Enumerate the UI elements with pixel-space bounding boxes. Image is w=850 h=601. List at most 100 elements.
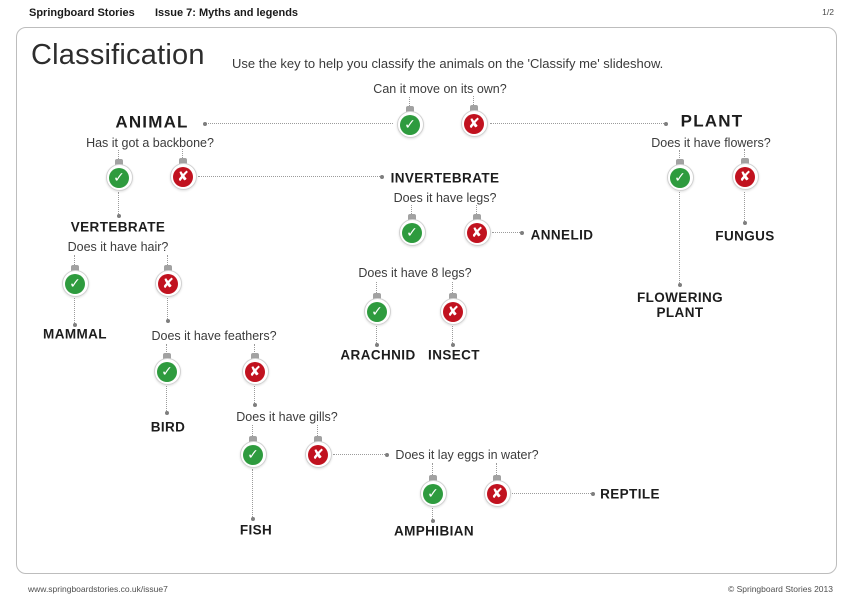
label-plant: PLANT <box>680 111 744 131</box>
connector-dot <box>664 122 668 126</box>
connector-line <box>254 386 255 405</box>
label-fungus: FUNGUS <box>715 228 775 244</box>
cross-glyph: ✘ <box>308 444 328 465</box>
bauble-cap <box>493 475 501 482</box>
connector-line <box>490 123 666 124</box>
cross-icon: ✘ <box>460 105 488 138</box>
connector-dot <box>165 411 169 415</box>
connector-line <box>167 255 168 269</box>
check-icon: ✓ <box>398 214 426 247</box>
connector-dot <box>251 517 255 521</box>
bauble-ring: ✘ <box>169 163 197 190</box>
connector-line <box>205 123 393 124</box>
bauble-cap <box>164 265 172 272</box>
connector-line <box>376 326 377 345</box>
checkmark-glyph: ✓ <box>243 444 263 465</box>
checkmark-glyph: ✓ <box>400 114 420 135</box>
connector-line <box>411 205 412 218</box>
cross-icon: ✘ <box>241 353 269 386</box>
check-icon: ✓ <box>419 475 447 508</box>
page-title: Classification <box>31 39 205 71</box>
cross-glyph: ✘ <box>173 166 193 187</box>
bauble-cap <box>249 436 257 443</box>
cross-icon: ✘ <box>154 265 182 298</box>
connector-line <box>512 493 593 494</box>
cross-icon: ✘ <box>304 436 332 469</box>
connector-dot <box>166 319 170 323</box>
bauble-cap <box>373 293 381 300</box>
question-feathers: Does it have feathers? <box>151 329 277 343</box>
bauble-cap <box>429 475 437 482</box>
bauble-cap <box>314 436 322 443</box>
connector-line <box>432 463 433 479</box>
check-icon: ✓ <box>363 293 391 326</box>
cross-glyph: ✘ <box>487 483 507 504</box>
footer-url: www.springboardstories.co.uk/issue7 <box>28 584 168 594</box>
label-invertebrate: INVERTEBRATE <box>390 170 500 186</box>
connector-dot <box>203 122 207 126</box>
connector-line <box>432 508 433 521</box>
bauble-ring: ✓ <box>419 480 447 507</box>
check-icon: ✓ <box>396 106 424 139</box>
bauble-ring: ✘ <box>241 358 269 385</box>
bauble-ring: ✓ <box>666 164 694 191</box>
connector-line <box>476 205 477 218</box>
bauble-ring: ✘ <box>304 441 332 468</box>
cross-icon: ✘ <box>439 293 467 326</box>
bauble-ring: ✓ <box>396 111 424 138</box>
cross-glyph: ✘ <box>443 301 463 322</box>
brand-name: Springboard Stories <box>29 7 135 19</box>
connector-line <box>452 326 453 345</box>
checkmark-glyph: ✓ <box>670 167 690 188</box>
bauble-ring: ✘ <box>154 270 182 297</box>
connector-line <box>252 469 253 519</box>
label-fish: FISH <box>239 522 273 538</box>
connector-dot <box>385 453 389 457</box>
bauble-cap <box>473 214 481 221</box>
connector-line <box>166 386 167 413</box>
question-flowers: Does it have flowers? <box>651 136 771 150</box>
question-eggs-water: Does it lay eggs in water? <box>395 448 539 462</box>
bauble-cap <box>71 265 79 272</box>
checkmark-glyph: ✓ <box>157 361 177 382</box>
bauble-cap <box>251 353 259 360</box>
page-number: 1/2 <box>822 7 834 17</box>
bauble-ring: ✓ <box>363 298 391 325</box>
bauble-cap <box>470 105 478 112</box>
question-move: Can it move on its own? <box>373 82 507 96</box>
connector-dot <box>678 283 682 287</box>
bauble-ring: ✓ <box>61 270 89 297</box>
question-gills: Does it have gills? <box>236 410 338 424</box>
connector-dot <box>431 519 435 523</box>
question-legs: Does it have legs? <box>393 191 497 205</box>
question-eight-legs: Does it have 8 legs? <box>358 266 472 280</box>
bauble-cap <box>408 214 416 221</box>
connector-line <box>317 425 318 440</box>
label-bird: BIRD <box>150 419 186 435</box>
label-annelid: ANNELID <box>530 227 594 243</box>
bauble-cap <box>179 158 187 165</box>
bauble-cap <box>449 293 457 300</box>
cross-glyph: ✘ <box>245 361 265 382</box>
connector-line <box>182 149 183 162</box>
checkmark-glyph: ✓ <box>423 483 443 504</box>
instruction-text: Use the key to help you classify the ani… <box>232 56 664 71</box>
connector-dot <box>253 403 257 407</box>
bauble-ring: ✘ <box>463 219 491 246</box>
connector-dot <box>380 175 384 179</box>
label-arachnid: ARACHNID <box>340 347 416 363</box>
connector-dot <box>73 323 77 327</box>
bauble-ring: ✘ <box>460 110 488 137</box>
bauble-ring: ✓ <box>239 441 267 468</box>
connector-line <box>166 344 167 358</box>
bauble-cap <box>676 159 684 166</box>
check-icon: ✓ <box>239 436 267 469</box>
connector-line <box>744 149 745 163</box>
bauble-ring: ✘ <box>439 298 467 325</box>
bauble-ring: ✓ <box>105 164 133 191</box>
connector-line <box>167 298 168 321</box>
connector-dot <box>117 214 121 218</box>
question-hair: Does it have hair? <box>67 240 169 254</box>
